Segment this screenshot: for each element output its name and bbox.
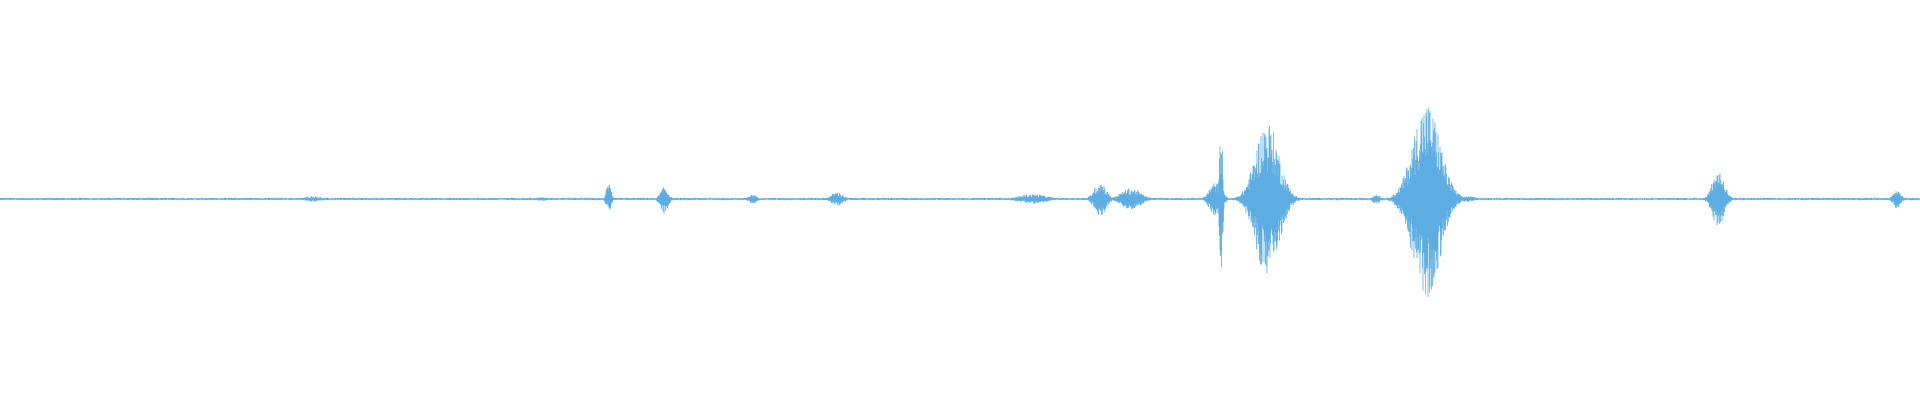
waveform-trace [0,108,1920,297]
